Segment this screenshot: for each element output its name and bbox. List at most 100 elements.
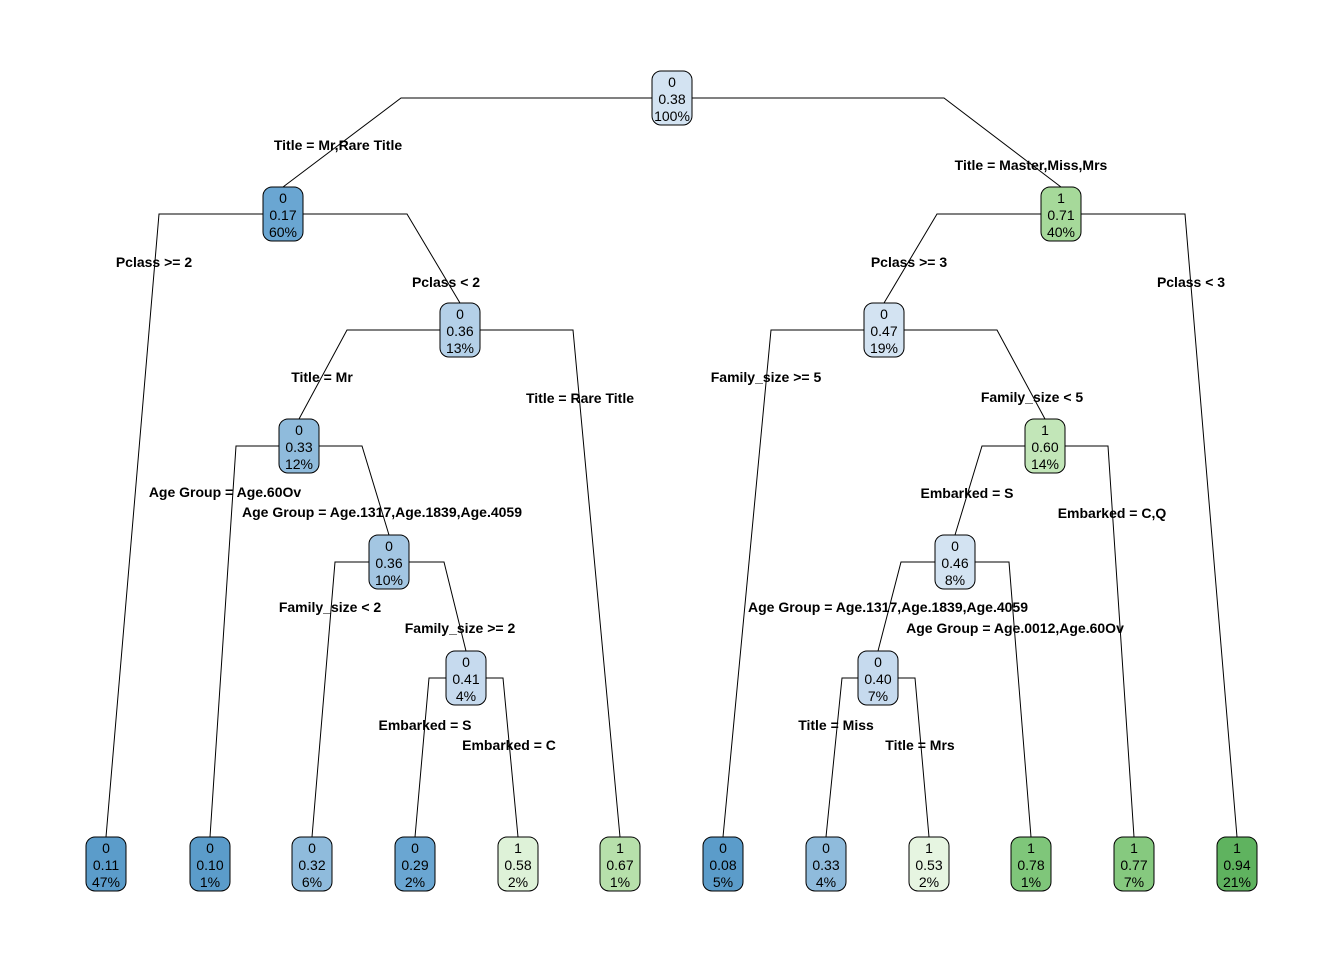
split-node: 00.407% bbox=[857, 650, 899, 706]
node-prob: 0.67 bbox=[606, 857, 633, 873]
node-pct: 100% bbox=[654, 108, 690, 124]
node-box bbox=[934, 534, 976, 590]
node-pct: 60% bbox=[269, 224, 297, 240]
node-box bbox=[262, 186, 304, 242]
node-box bbox=[439, 302, 481, 358]
node-prob: 0.36 bbox=[375, 555, 402, 571]
node-pct: 1% bbox=[1021, 874, 1041, 890]
node-class: 0 bbox=[668, 74, 676, 90]
split-label: Embarked = C bbox=[462, 737, 556, 753]
node-class: 1 bbox=[1041, 422, 1049, 438]
node-prob: 0.32 bbox=[298, 857, 325, 873]
node-pct: 7% bbox=[1124, 874, 1144, 890]
edge-n13-n26 bbox=[954, 445, 1045, 536]
node-class: 0 bbox=[411, 840, 419, 856]
edge-n5-n10 bbox=[298, 329, 460, 420]
split-label: Embarked = S bbox=[379, 717, 472, 733]
node-pct: 10% bbox=[375, 572, 403, 588]
node-class: 0 bbox=[874, 654, 882, 670]
node-pct: 21% bbox=[1223, 874, 1251, 890]
node-prob: 0.53 bbox=[915, 857, 942, 873]
node-class: 1 bbox=[1027, 840, 1035, 856]
split-label: Family_size < 2 bbox=[279, 599, 382, 615]
node-class: 0 bbox=[880, 306, 888, 322]
node-class: 0 bbox=[462, 654, 470, 670]
node-box bbox=[497, 836, 539, 892]
node-prob: 0.36 bbox=[446, 323, 473, 339]
node-prob: 0.60 bbox=[1031, 439, 1058, 455]
edge-root-n2 bbox=[282, 97, 672, 188]
node-prob: 0.58 bbox=[504, 857, 531, 873]
tree-nodes: 00.38100%00.1760%10.7140%00.3613%00.3312… bbox=[85, 70, 1258, 892]
node-prob: 0.77 bbox=[1120, 857, 1147, 873]
node-pct: 13% bbox=[446, 340, 474, 356]
split-label: Title = Miss bbox=[798, 717, 874, 733]
edge-n3-n6 bbox=[883, 213, 1061, 304]
node-box bbox=[1040, 186, 1082, 242]
node-prob: 0.33 bbox=[812, 857, 839, 873]
node-box bbox=[702, 836, 744, 892]
edge-n6-leaf7 bbox=[722, 329, 884, 838]
split-label: Age Group = Age.60Ov bbox=[149, 484, 302, 500]
split-label: Embarked = C,Q bbox=[1058, 505, 1167, 521]
split-label: Title = Mr bbox=[291, 369, 353, 385]
node-class: 0 bbox=[308, 840, 316, 856]
node-prob: 0.11 bbox=[93, 857, 119, 873]
split-node: 00.468% bbox=[934, 534, 976, 590]
split-label: Pclass < 3 bbox=[1157, 274, 1225, 290]
leaf-node: 10.582% bbox=[497, 836, 539, 892]
split-label: Family_size >= 5 bbox=[711, 369, 822, 385]
node-prob: 0.71 bbox=[1047, 207, 1074, 223]
node-pct: 12% bbox=[285, 456, 313, 472]
split-node: 00.414% bbox=[445, 650, 487, 706]
node-box bbox=[1216, 836, 1258, 892]
leaf-node: 00.334% bbox=[805, 836, 847, 892]
node-prob: 0.40 bbox=[864, 671, 891, 687]
node-prob: 0.08 bbox=[709, 857, 736, 873]
node-pct: 2% bbox=[405, 874, 425, 890]
node-box bbox=[85, 836, 127, 892]
split-label: Title = Mr,Rare Title bbox=[274, 137, 402, 153]
split-label: Pclass < 2 bbox=[412, 274, 480, 290]
leaf-node: 10.532% bbox=[908, 836, 950, 892]
split-label: Family_size < 5 bbox=[981, 389, 1084, 405]
node-class: 0 bbox=[822, 840, 830, 856]
edge-n13-leaf11 bbox=[1045, 445, 1135, 838]
node-pct: 1% bbox=[610, 874, 630, 890]
node-prob: 0.41 bbox=[452, 671, 479, 687]
node-prob: 0.38 bbox=[658, 91, 685, 107]
node-class: 1 bbox=[616, 840, 624, 856]
leaf-node: 00.292% bbox=[394, 836, 436, 892]
node-box bbox=[908, 836, 950, 892]
node-box bbox=[445, 650, 487, 706]
node-box bbox=[1024, 418, 1066, 474]
split-label: Family_size >= 2 bbox=[405, 620, 516, 636]
node-class: 0 bbox=[295, 422, 303, 438]
split-label: Embarked = S bbox=[921, 485, 1014, 501]
node-class: 1 bbox=[1057, 190, 1065, 206]
node-prob: 0.29 bbox=[401, 857, 428, 873]
node-pct: 40% bbox=[1047, 224, 1075, 240]
node-prob: 0.10 bbox=[196, 857, 223, 873]
node-class: 1 bbox=[1130, 840, 1138, 856]
node-box bbox=[599, 836, 641, 892]
node-class: 1 bbox=[1233, 840, 1241, 856]
node-pct: 1% bbox=[200, 874, 220, 890]
edge-root-n3 bbox=[672, 97, 1062, 188]
node-class: 1 bbox=[925, 840, 933, 856]
node-box bbox=[1113, 836, 1155, 892]
node-pct: 4% bbox=[456, 688, 476, 704]
leaf-node: 10.777% bbox=[1113, 836, 1155, 892]
node-class: 0 bbox=[719, 840, 727, 856]
edge-n6-n13 bbox=[884, 329, 1046, 420]
edge-n5-leaf6 bbox=[460, 329, 621, 838]
